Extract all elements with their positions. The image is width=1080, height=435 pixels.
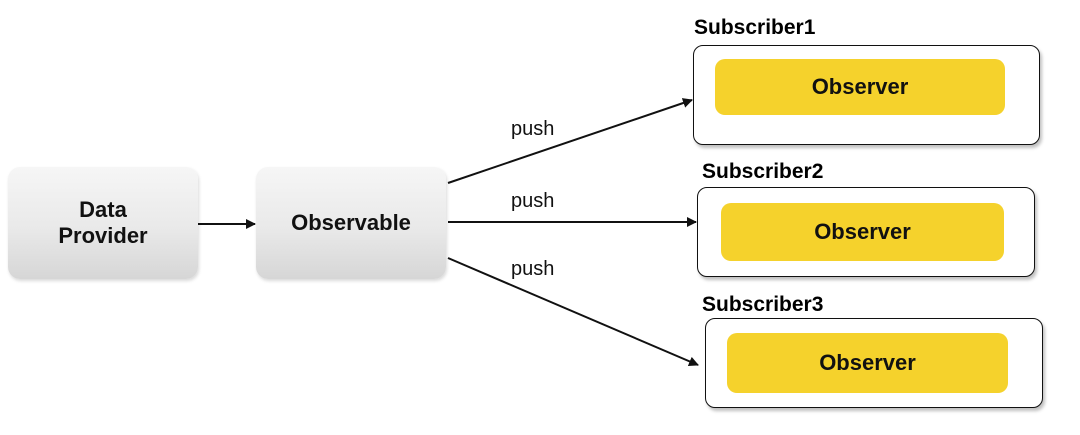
- subscriber1-observer: Observer: [715, 59, 1005, 115]
- subscriber1-observer-label: Observer: [811, 74, 909, 99]
- subscriber1-title: Subscriber1: [694, 16, 816, 39]
- arrow-observable-to-subscriber1: [447, 98, 693, 184]
- subscriber2-title: Subscriber2: [702, 160, 824, 183]
- subscriber3-title: Subscriber3: [702, 293, 824, 316]
- subscriber3-observer: Observer: [727, 333, 1008, 393]
- observable-node: Observable: [256, 167, 446, 279]
- subscriber3-observer-label: Observer: [819, 350, 916, 375]
- subscriber2-observer: Observer: [721, 203, 1004, 261]
- push-label-1: push: [511, 118, 555, 140]
- push-label-2: push: [511, 190, 555, 212]
- data-provider-label: Data Provider: [58, 197, 148, 248]
- arrow-observable-to-subscriber3: [447, 257, 699, 367]
- data-provider-node: Data Provider: [8, 167, 198, 279]
- subscriber3-box: Observer: [705, 318, 1043, 408]
- push-label-3: push: [511, 258, 555, 280]
- observable-label: Observable: [291, 210, 411, 236]
- subscriber2-box: Observer: [697, 187, 1035, 277]
- subscriber2-observer-label: Observer: [814, 219, 911, 244]
- subscriber1-box: Observer: [693, 45, 1040, 145]
